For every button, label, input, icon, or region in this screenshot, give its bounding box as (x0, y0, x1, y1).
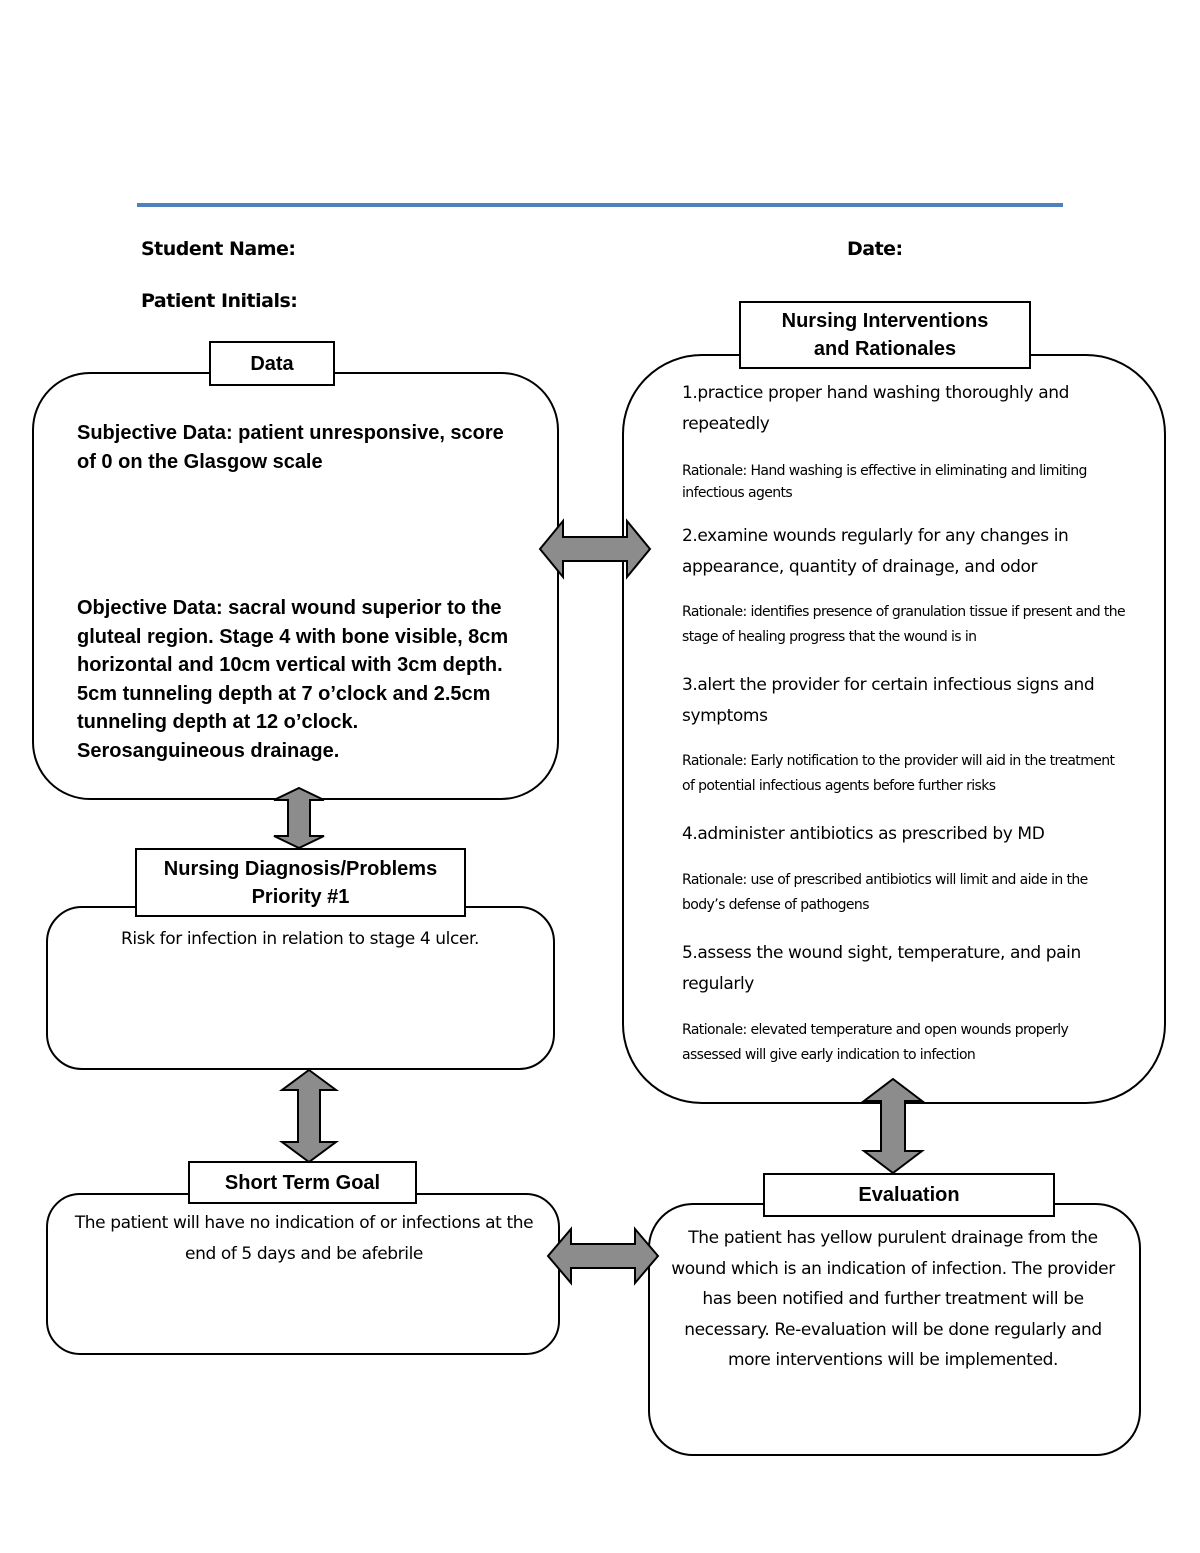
interventions-box (622, 354, 1166, 1104)
subjective-data: Subjective Data: patient unresponsive, s… (77, 422, 504, 473)
patient-initials-label: Patient Initials: (141, 290, 298, 312)
rationale-3: Rationale: Early notification to the pro… (682, 753, 1115, 794)
diagnosis-text: Risk for infection in relation to stage … (121, 929, 479, 949)
intervention-item-5: 5.assess the wound sight, temperature, a… (682, 943, 1081, 994)
objective-data: Objective Data: sacral wound superior to… (77, 597, 509, 762)
goal-text: The patient will have no indication of o… (74, 1213, 534, 1264)
rationale-2: Rationale: identifies presence of granul… (682, 604, 1126, 645)
arrow-shape (538, 518, 652, 580)
student-name-label: Student Name: (141, 238, 296, 260)
goal-box (46, 1193, 560, 1355)
intervention-item-2: 2.examine wounds regularly for any chang… (682, 526, 1069, 577)
evaluation-text: The patient has yellow purulent drainage… (671, 1228, 1115, 1370)
intervention-item-3: 3.alert the provider for certain infecti… (682, 675, 1095, 726)
diagnosis-title-line1: Nursing Diagnosis/Problems (163, 857, 438, 880)
evaluation-title: Evaluation (763, 1173, 1055, 1217)
header-rule (137, 203, 1063, 207)
data-title: Data (209, 341, 335, 386)
arrow-shape (273, 786, 325, 850)
goal-title: Short Term Goal (188, 1161, 417, 1204)
double-arrow-vertical-icon (861, 1077, 925, 1175)
diagnosis-title: Nursing Diagnosis/Problems Priority #1 (135, 848, 466, 917)
arrow-shape (861, 1077, 925, 1175)
interventions-title: Nursing Interventions and Rationales (739, 301, 1031, 369)
rationale-1: Rationale: Hand washing is effective in … (682, 463, 1087, 501)
diagnosis-box (46, 906, 555, 1070)
double-arrow-horizontal-icon (546, 1226, 660, 1286)
rationale-5: Rationale: elevated temperature and open… (682, 1022, 1069, 1063)
diagnosis-title-line2: Priority #1 (251, 885, 350, 908)
arrow-shape (278, 1068, 340, 1164)
intervention-item-1: 1.practice proper hand washing thoroughl… (682, 383, 1069, 434)
interventions-title-line2: and Rationales (813, 338, 957, 360)
double-arrow-vertical-icon (273, 786, 325, 850)
interventions-title-line1: Nursing Interventions (781, 310, 989, 332)
double-arrow-vertical-icon (278, 1068, 340, 1164)
rationale-4: Rationale: use of prescribed antibiotics… (682, 872, 1088, 913)
date-label: Date: (847, 238, 903, 260)
data-box (32, 372, 559, 800)
double-arrow-horizontal-icon (538, 518, 652, 580)
evaluation-box (648, 1203, 1141, 1456)
arrow-shape (546, 1226, 660, 1286)
intervention-item-4: 4.administer antibiotics as prescribed b… (682, 824, 1045, 844)
